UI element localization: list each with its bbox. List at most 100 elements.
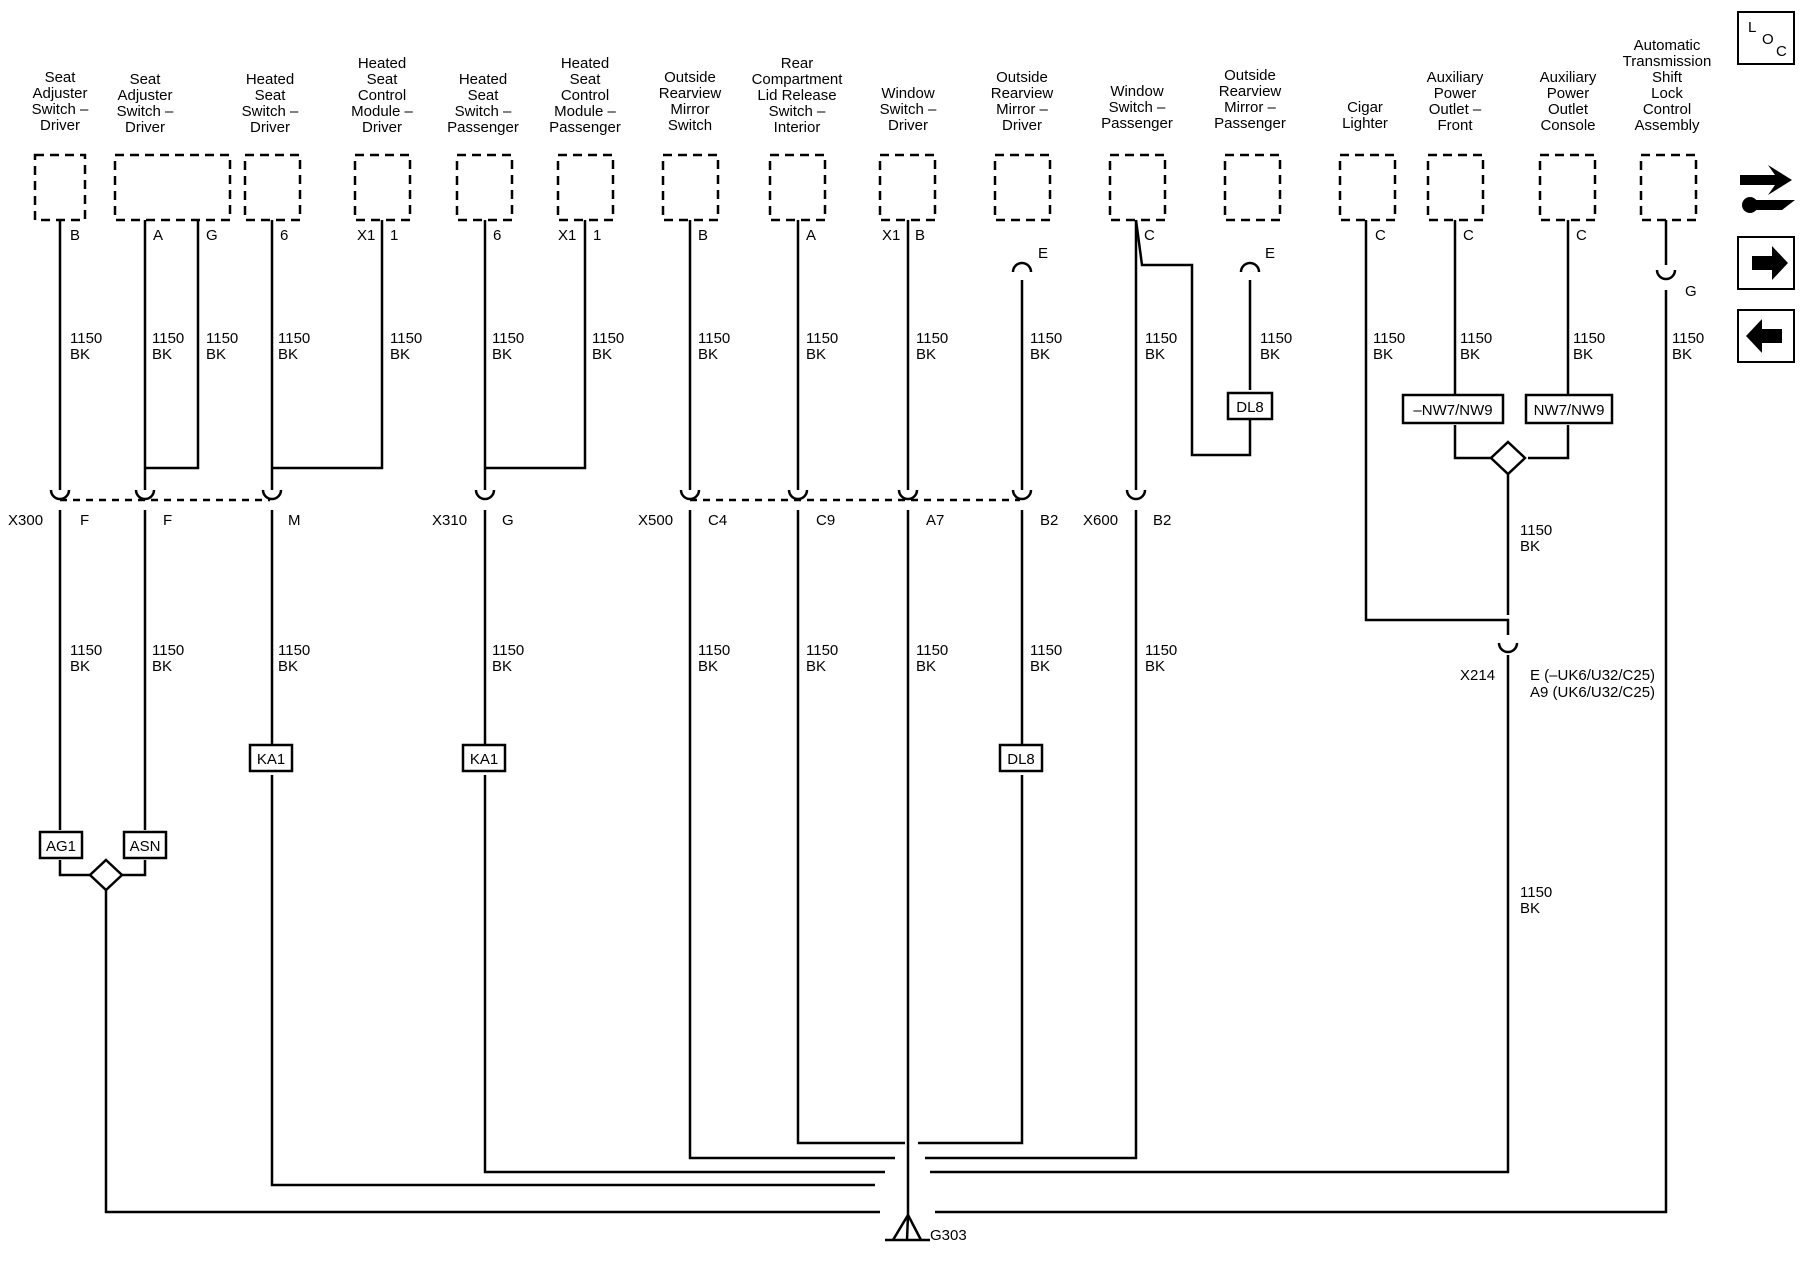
component-title: Window	[1110, 83, 1164, 100]
wire-circuit-label: 1150	[1030, 330, 1062, 347]
wire-color-label: BK	[916, 346, 936, 363]
wire-color-label: BK	[1030, 658, 1050, 675]
option-code: KA1	[257, 751, 285, 768]
wire-color-label: BK	[1672, 346, 1692, 363]
pin-label: E	[1265, 245, 1275, 262]
component-title: Passenger	[447, 119, 519, 136]
connector-pin: B2	[1153, 512, 1171, 529]
component-title: Switch –	[880, 101, 937, 118]
wire-color-label: BK	[1030, 346, 1050, 363]
pin-label: C	[1463, 227, 1474, 244]
wire-color-label: BK	[1145, 658, 1165, 675]
wire-circuit-label: 1150	[70, 642, 102, 659]
component-box	[243, 153, 302, 222]
wire-circuit-label: 1150	[1573, 330, 1605, 347]
wire-circuit-label: 1150	[1460, 330, 1492, 347]
component-title: Interior	[774, 119, 821, 136]
component-box	[993, 153, 1052, 222]
ground-symbol	[885, 1214, 930, 1242]
wire-circuit-label: 1150	[1260, 330, 1292, 347]
component-box	[1426, 153, 1485, 222]
pin-label: B	[70, 227, 80, 244]
pin-label: C	[1576, 227, 1587, 244]
right-arrow-icon[interactable]	[1752, 246, 1788, 280]
wire-circuit-label: 1150	[278, 642, 310, 659]
connector-name: X600	[1083, 512, 1118, 529]
left-arrow-icon[interactable]	[1746, 319, 1782, 353]
pin-label: B	[698, 227, 708, 244]
component-box	[455, 153, 514, 222]
component-title: Driver	[888, 117, 928, 134]
wires	[58, 219, 1668, 1215]
component-box	[1223, 153, 1282, 222]
component-box	[1108, 153, 1167, 222]
connector-pin: G	[502, 512, 514, 529]
connector-pin: A9 (UK6/U32/C25)	[1530, 684, 1655, 701]
component-title: Mirror	[670, 101, 709, 118]
component-title: Lighter	[1342, 115, 1388, 132]
component-title: Heated	[459, 71, 507, 88]
component-box	[1639, 153, 1698, 222]
component-title: Seat	[570, 71, 602, 88]
wire-circuit-label: 1150	[1520, 522, 1552, 539]
component-title: Control	[1643, 101, 1691, 118]
connector-pin: A7	[926, 512, 944, 529]
wire-circuit-label: 1150	[390, 330, 422, 347]
connector-name: X500	[638, 512, 673, 529]
wire-circuit-label: 1150	[1520, 884, 1552, 901]
component-title: Transmission	[1623, 53, 1712, 70]
connector-pin: F	[163, 512, 172, 529]
component-title: Mirror –	[1224, 99, 1276, 116]
wire-circuit-label: 1150	[916, 330, 948, 347]
component-title: Lock	[1651, 85, 1683, 102]
wire-circuit-label: 1150	[1145, 330, 1177, 347]
component-title: Outlet	[1548, 101, 1589, 118]
wire-circuit-label: 1150	[278, 330, 310, 347]
loc-button-letter[interactable]: C	[1776, 43, 1787, 60]
wire-circuit-label: 1150	[592, 330, 624, 347]
wire-circuit-label: 1150	[1145, 642, 1177, 659]
component-title: Auxiliary	[1427, 69, 1484, 86]
component-box	[1338, 153, 1397, 222]
wire-circuit-label: 1150	[206, 330, 238, 347]
wire-color-label: BK	[1573, 346, 1593, 363]
component-title: Adjuster	[117, 87, 172, 104]
wire-color-label: BK	[698, 346, 718, 363]
component-title: Heated	[358, 55, 406, 72]
loc-button-letter[interactable]: O	[1762, 31, 1774, 48]
option-code: KA1	[470, 751, 498, 768]
pin-label: B	[915, 227, 925, 244]
wire-circuit-label: 1150	[806, 642, 838, 659]
loc-button-letter[interactable]: L	[1748, 19, 1756, 36]
component-title: Mirror –	[996, 101, 1048, 118]
component-title: Outside	[996, 69, 1048, 86]
wire-circuit-label: 1150	[1672, 330, 1704, 347]
option-code: –NW7/NW9	[1413, 402, 1492, 419]
pin-label: X1	[882, 227, 900, 244]
component-title: Driver	[125, 119, 165, 136]
troubleshoot-wrench-icon[interactable]	[1740, 165, 1795, 213]
connector-pin: B2	[1040, 512, 1058, 529]
pin-label: G	[1685, 283, 1697, 300]
wire-circuit-label: 1150	[916, 642, 948, 659]
component-title: Cigar	[1347, 99, 1383, 116]
pin-label: 1	[390, 227, 398, 244]
component-box	[878, 153, 937, 222]
component-title: Heated	[561, 55, 609, 72]
wire-circuit-label: 1150	[492, 642, 524, 659]
pin-label: C	[1375, 227, 1386, 244]
pin-label: 1	[593, 227, 601, 244]
wire-color-label: BK	[592, 346, 612, 363]
wire-circuit-label: 1150	[70, 330, 102, 347]
wire-color-label: BK	[916, 658, 936, 675]
pin-label: 6	[280, 227, 288, 244]
wire-circuit-label: 1150	[1373, 330, 1405, 347]
component-title: Rearview	[1219, 83, 1282, 100]
component-title: Adjuster	[32, 85, 87, 102]
component-box	[661, 153, 720, 222]
component-title: Seat	[255, 87, 287, 104]
wire-color-label: BK	[1460, 346, 1480, 363]
component-title: Driver	[1002, 117, 1042, 134]
